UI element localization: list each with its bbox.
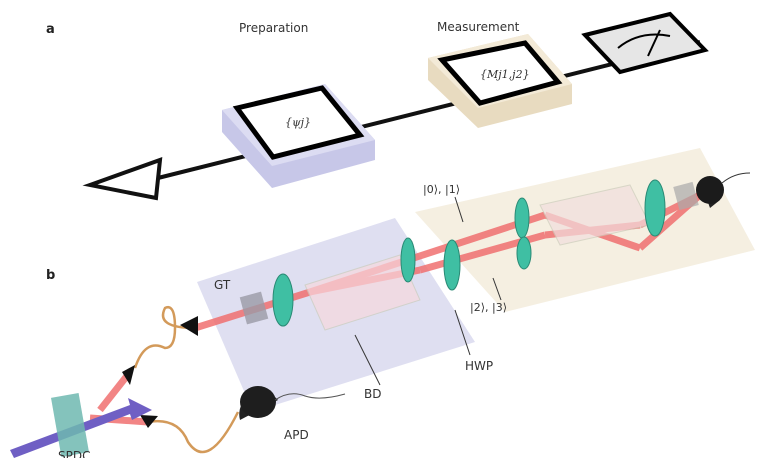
state-label-top: |0⟩, |1⟩ <box>423 183 460 196</box>
source-triangle <box>82 157 163 201</box>
state-label-bottom: |2⟩, |3⟩ <box>470 301 507 314</box>
panel-b-graphics <box>10 148 755 458</box>
panel-b-label: b <box>46 268 56 283</box>
glan-taylor <box>239 291 269 325</box>
measurement-frame <box>437 40 563 106</box>
panel-a-label: a <box>46 22 55 37</box>
beam-displacer <box>304 254 421 331</box>
measurement-label: Measurement <box>437 20 520 34</box>
panel-a-graphics <box>82 11 709 201</box>
spdc-label: SPDC <box>58 449 91 458</box>
coupler-icon <box>180 316 198 336</box>
preparation-symbol: {ψj} <box>285 116 312 129</box>
bd-label: BD <box>364 387 382 401</box>
fiber <box>133 305 196 369</box>
hwp-label: HWP <box>465 359 494 373</box>
leader-lines <box>354 196 502 386</box>
signal-line <box>149 40 701 182</box>
gt-label: GT <box>214 278 231 292</box>
waveplates <box>272 179 666 327</box>
measurement-symbol: {Mj1,j2} <box>480 68 530 81</box>
preparation-label: Preparation <box>239 21 309 35</box>
meter-icon <box>581 11 709 75</box>
apd-label: APD <box>284 428 309 442</box>
preparation-frame <box>232 85 365 160</box>
spdc-crystal <box>51 393 89 457</box>
